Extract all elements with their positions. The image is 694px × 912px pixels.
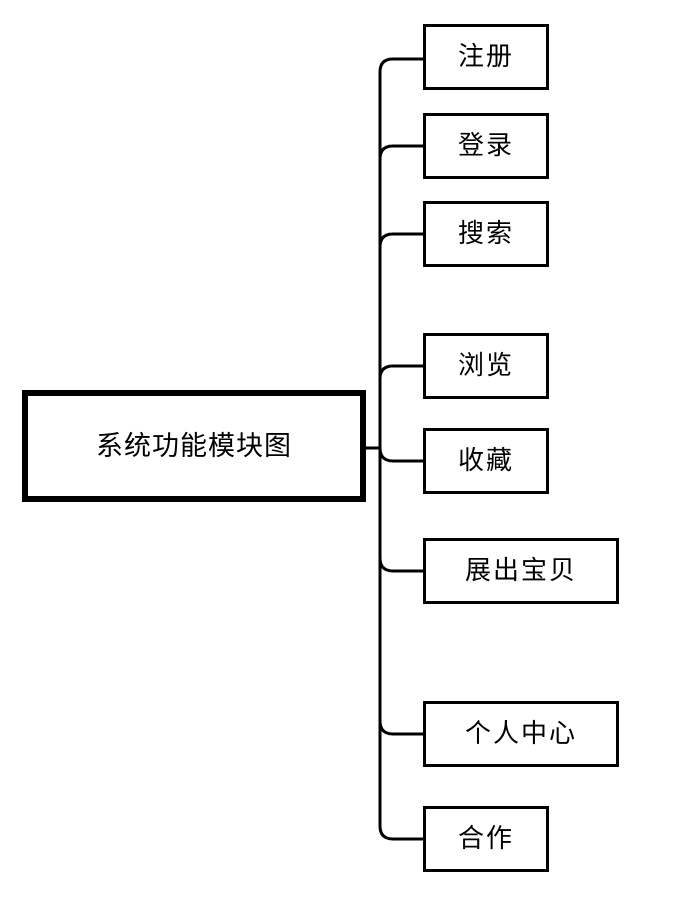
vertical-spine: [378, 57, 395, 841]
module-node-personal-center: 个人中心: [423, 701, 619, 767]
module-node-search: 搜索: [423, 201, 549, 267]
module-node-browse: 浏览: [423, 333, 549, 399]
module-label-login: 登录: [457, 131, 514, 161]
module-label-register: 注册: [457, 42, 514, 72]
module-node-showcase-items: 展出宝贝: [423, 538, 619, 604]
branch-line-6: [378, 556, 425, 573]
module-label-cooperation: 合作: [457, 824, 514, 854]
module-label-search: 搜索: [457, 219, 514, 249]
module-node-login: 登录: [423, 113, 549, 179]
module-node-favorites: 收藏: [423, 428, 549, 494]
root-node-system-function-module-diagram: 系统功能模块图: [22, 390, 366, 502]
module-label-showcase-items: 展出宝贝: [464, 556, 577, 586]
module-node-register: 注册: [423, 24, 549, 90]
module-label-personal-center: 个人中心: [464, 719, 577, 749]
root-node-label: 系统功能模块图: [96, 430, 292, 462]
branch-line-4: [378, 364, 425, 381]
branch-line-5: [378, 446, 425, 463]
module-label-browse: 浏览: [457, 351, 514, 381]
branch-line-2: [378, 144, 425, 161]
branch-line-3: [378, 232, 425, 249]
module-node-cooperation: 合作: [423, 806, 549, 872]
branch-line-7: [378, 719, 425, 736]
module-label-favorites: 收藏: [457, 446, 514, 476]
